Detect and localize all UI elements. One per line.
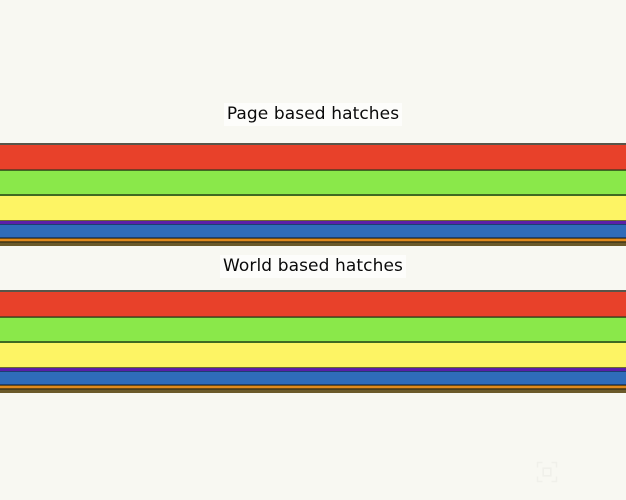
band-page-based-purple [0, 221, 626, 224]
focus-frame-icon [536, 461, 558, 483]
band-page-based-red [0, 143, 626, 170]
group-title-page-based: Page based hatches [0, 103, 626, 126]
band-world-based-orange [0, 385, 626, 389]
band-world-based-yellow [0, 343, 626, 368]
band-page-based-green [0, 170, 626, 196]
band-page-based-olive [0, 242, 626, 246]
band-page-based-yellow [0, 196, 626, 221]
band-world-based-olive [0, 389, 626, 393]
band-world-based-purple [0, 368, 626, 371]
band-stack-page-based [0, 143, 626, 246]
band-world-based-blue [0, 371, 626, 385]
group-title-world-based: World based hatches [0, 255, 626, 278]
band-world-based-red [0, 290, 626, 317]
band-page-based-blue [0, 224, 626, 238]
group-title-page-based-text: Page based hatches [223, 103, 403, 126]
group-title-world-based-text: World based hatches [219, 255, 407, 278]
band-world-based-green [0, 317, 626, 343]
band-page-based-orange [0, 238, 626, 242]
band-stack-world-based [0, 290, 626, 393]
